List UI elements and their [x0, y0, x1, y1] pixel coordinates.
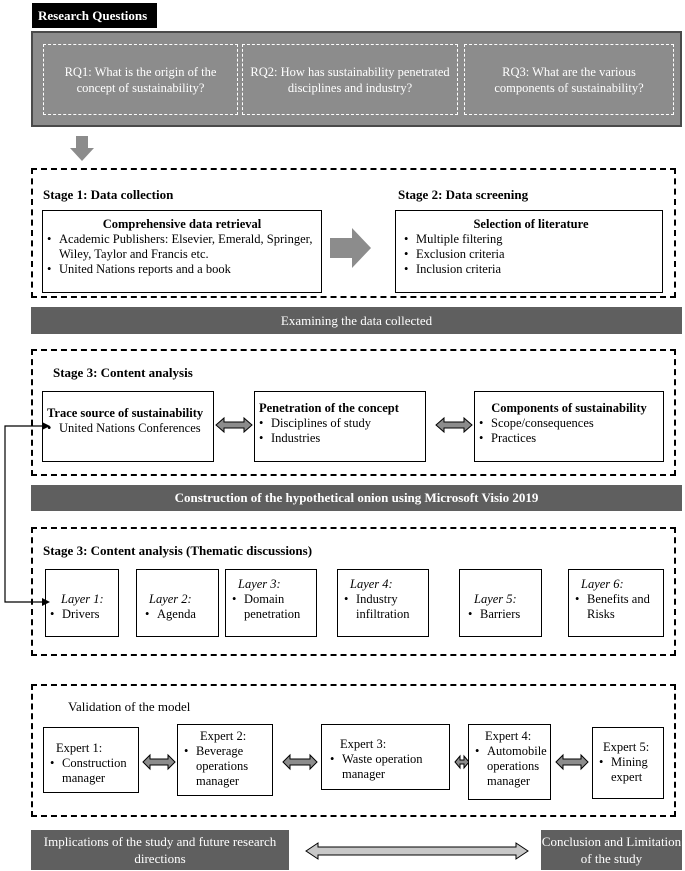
list-item: Industries [259, 431, 421, 446]
trace-source-box: Trace source of sustainability United Na… [42, 391, 214, 462]
stage-1-2-container [31, 168, 676, 298]
list-item: Scope/consequences [479, 416, 659, 431]
literature-selection-box: Selection of literature Multiple filteri… [395, 210, 663, 293]
list-item: Inclusion criteria [404, 262, 658, 277]
stage-3-container [31, 349, 676, 476]
trace-source-title: Trace source of sustainability [47, 406, 204, 420]
list-item: Waste operation manager [330, 752, 445, 782]
penetration-title: Penetration of the concept [259, 401, 399, 415]
thematic-title: Stage 3: Content analysis (Thematic disc… [43, 543, 313, 558]
list-item: Automobile operations manager [475, 744, 547, 789]
expert-3-box: Expert 3: Waste operation manager [321, 724, 450, 790]
list-item: Construction manager [50, 756, 134, 786]
list-item: Domain penetration [232, 592, 312, 622]
expert-1-box: Expert 1: Construction manager [43, 727, 139, 793]
layer-1-label: Layer 1: [61, 592, 104, 606]
layer-5-box: Layer 5: Barriers [459, 569, 542, 637]
double-arrow-icon [142, 753, 176, 771]
components-box: Components of sustainability Scope/conse… [474, 391, 664, 462]
layer-4-box: Layer 4: Industry infiltration [337, 569, 429, 637]
research-questions-header: Research Questions [32, 3, 157, 28]
layer-6-label: Layer 6: [581, 577, 624, 591]
stage-3-title: Stage 3: Content analysis [53, 365, 193, 380]
layer-1-box: Layer 1: Drivers [45, 569, 119, 637]
conclusion-text: Conclusion and Limitation of the study [541, 834, 682, 866]
validation-container [31, 684, 676, 817]
literature-selection-title: Selection of literature [473, 217, 589, 231]
list-item: Mining expert [599, 755, 659, 785]
layer-6-box: Layer 6: Benefits and Risks [568, 569, 664, 637]
layer-2-label: Layer 2: [149, 592, 192, 606]
data-retrieval-title: Comprehensive data retrieval [102, 217, 262, 231]
list-item: Academic Publishers: Elsevier, Emerald, … [47, 232, 317, 262]
research-questions-band [31, 31, 682, 127]
expert-2-label: Expert 2: [200, 729, 247, 743]
connector-arrow-icon [4, 422, 50, 606]
double-arrow-icon [454, 754, 470, 770]
data-retrieval-box: Comprehensive data retrieval Academic Pu… [42, 210, 322, 293]
layer-4-label: Layer 4: [350, 577, 393, 591]
onion-construction-bar: Construction of the hypothetical onion u… [31, 485, 682, 511]
expert-5-label: Expert 5: [603, 740, 650, 754]
list-item: Barriers [468, 607, 537, 622]
expert-5-box: Expert 5: Mining expert [592, 727, 664, 799]
thematic-container [31, 527, 676, 656]
list-item: United Nations reports and a book [47, 262, 317, 277]
stage-1-title: Stage 1: Data collection [43, 187, 174, 202]
list-item: Exclusion criteria [404, 247, 658, 262]
expert-1-label: Expert 1: [56, 741, 103, 755]
rq1-box: RQ1: What is the origin of the concept o… [43, 44, 238, 115]
list-item: Industry infiltration [344, 592, 424, 622]
layer-3-label: Layer 3: [238, 577, 281, 591]
list-item: United Nations Conferences [47, 421, 209, 436]
rq3-text: RQ3: What are the various components of … [494, 65, 644, 95]
expert-4-box: Expert 4: Automobile operations manager [468, 724, 551, 800]
list-item: Benefits and Risks [575, 592, 659, 622]
layer-5-label: Layer 5: [474, 592, 517, 606]
down-arrow-icon [70, 136, 94, 161]
stage-2-title: Stage 2: Data screening [398, 187, 529, 202]
conclusion-bar: Conclusion and Limitation of the study [541, 830, 682, 870]
rq2-text: RQ2: How has sustainability penetrated d… [250, 65, 450, 95]
examining-data-bar: Examining the data collected [31, 307, 682, 334]
rq1-text: RQ1: What is the origin of the concept o… [64, 65, 217, 95]
rq3-box: RQ3: What are the various components of … [464, 44, 674, 115]
components-title: Components of sustainability [491, 401, 647, 415]
layer-3-box: Layer 3: Domain penetration [225, 569, 317, 637]
list-item: Agenda [145, 607, 214, 622]
expert-4-label: Expert 4: [485, 729, 532, 743]
double-arrow-icon [435, 416, 473, 434]
double-arrow-icon [555, 753, 589, 771]
list-item: Practices [479, 431, 659, 446]
double-arrow-icon [282, 753, 318, 771]
implications-bar: Implications of the study and future res… [31, 830, 289, 870]
validation-title: Validation of the model [68, 699, 191, 714]
implications-text: Implications of the study and future res… [43, 834, 277, 866]
rq2-box: RQ2: How has sustainability penetrated d… [242, 44, 458, 115]
expert-3-label: Expert 3: [340, 737, 387, 751]
footer-double-arrow-icon [305, 842, 529, 860]
list-item: Multiple filtering [404, 232, 658, 247]
list-item: Beverage operations manager [184, 744, 268, 789]
list-item: Disciplines of study [259, 416, 421, 431]
double-arrow-icon [215, 416, 253, 434]
penetration-box: Penetration of the concept Disciplines o… [254, 391, 426, 462]
right-arrow-icon [330, 228, 371, 268]
expert-2-box: Expert 2: Beverage operations manager [177, 724, 273, 796]
list-item: Drivers [50, 607, 114, 622]
layer-2-box: Layer 2: Agenda [136, 569, 219, 637]
